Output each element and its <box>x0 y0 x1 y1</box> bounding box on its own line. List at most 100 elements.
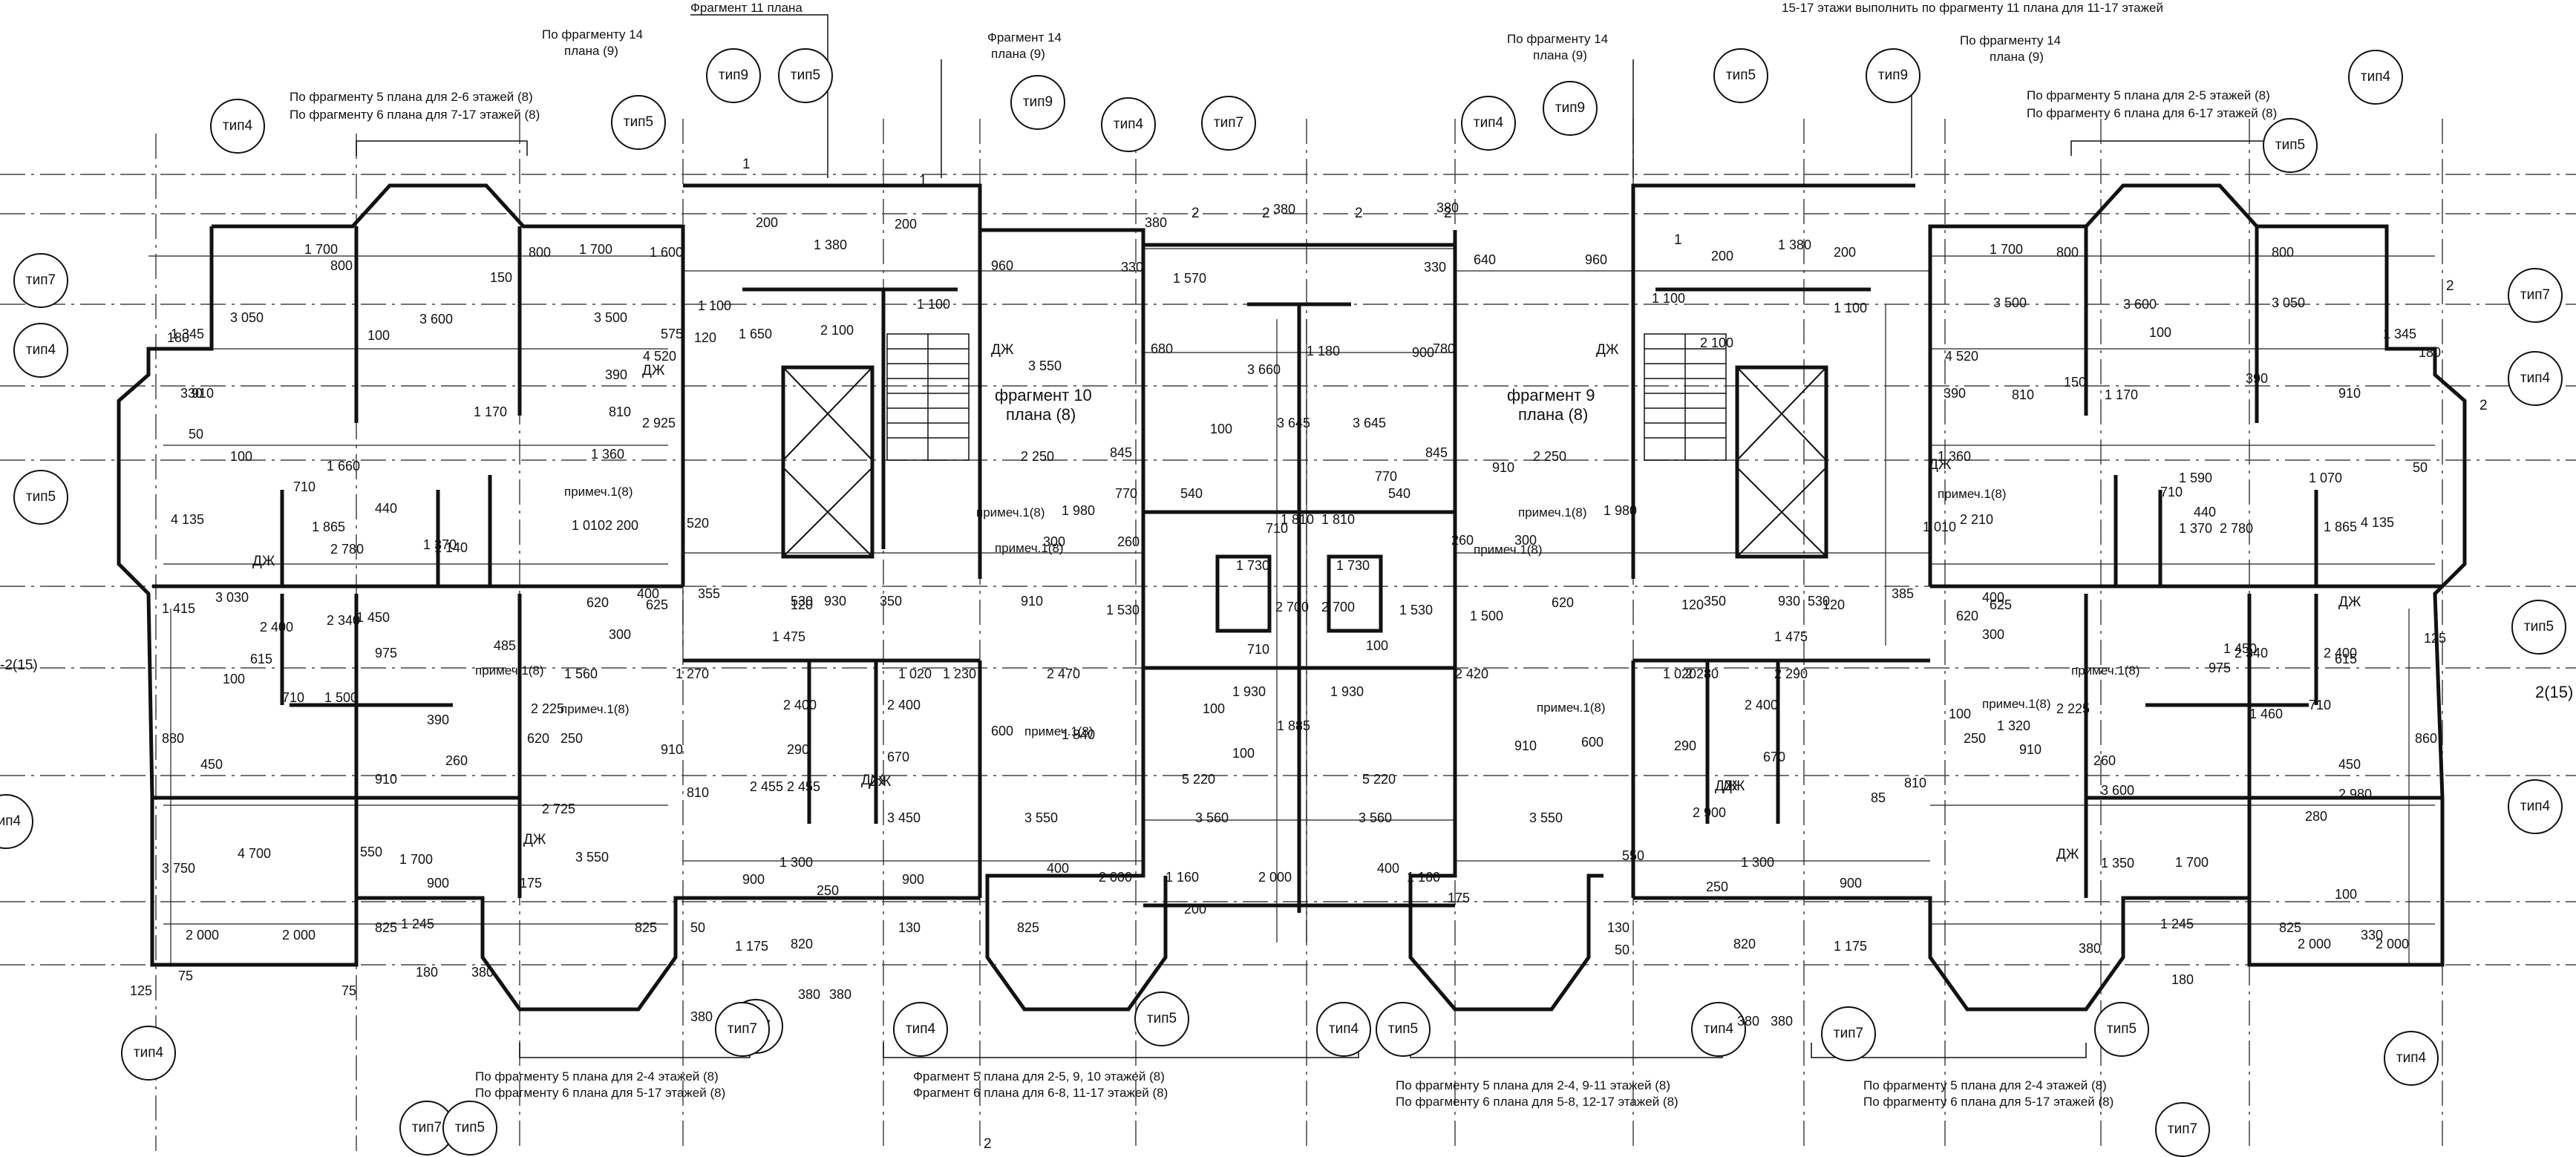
tag-tip7-alt: тип7 <box>715 1002 770 1057</box>
room-dim: 3 050 <box>230 310 264 325</box>
dim: 330 <box>1121 260 1144 275</box>
dim: 100 <box>2149 325 2172 340</box>
dim: 380 <box>2079 941 2102 956</box>
dim: 355 <box>698 586 721 601</box>
dim: 400 <box>1377 861 1400 876</box>
dim: 800 <box>529 245 552 260</box>
dim: 390 <box>427 712 450 727</box>
dim: 250 <box>1706 879 1729 894</box>
room-dim: 3 550 <box>575 850 609 865</box>
dim: 900 <box>1840 876 1863 891</box>
room-dim: 2 210 <box>1960 512 1994 527</box>
dim: 625 <box>646 597 669 612</box>
dim: 620 <box>1552 595 1575 610</box>
tag-tip5: тип5 <box>2094 1002 2149 1057</box>
room-dim: 1 345 <box>171 327 205 341</box>
room-dim: 2 200 <box>605 518 639 533</box>
section-mark: 2 <box>1444 206 1452 221</box>
dim: 120 <box>694 330 717 345</box>
note-bottom-3b: По фрагменту 6 плана для 5-8, 12-17 этаж… <box>1396 1095 1678 1109</box>
dim: 640 <box>1474 252 1497 267</box>
room-dim: 3 600 <box>2101 783 2135 798</box>
tag-tip7: тип7 <box>1821 1006 1876 1061</box>
note-prim: примеч.1(8) <box>475 663 544 678</box>
dim: 825 <box>2279 920 2302 935</box>
room-dim: 1 700 <box>1990 242 2024 257</box>
dim: 620 <box>527 731 550 746</box>
fragment-10-sub: плана (8) <box>1006 405 1076 424</box>
room-dim: 4 135 <box>171 512 205 527</box>
dim: 180 <box>167 330 190 345</box>
dim: 1 100 <box>1652 291 1686 306</box>
room-dim: 1 700 <box>399 852 434 867</box>
room-dim: 1 930 <box>1232 684 1266 699</box>
room-dim: 2 400 <box>783 698 817 712</box>
room-dim: 2 225 <box>531 701 565 716</box>
tag-tip9: тип9 <box>1866 48 1920 103</box>
dim: 400 <box>1982 590 2005 605</box>
dim: 1 865 <box>2324 519 2358 534</box>
dim: 2 925 <box>642 416 676 430</box>
note-frag14-a-sub: плана (9) <box>564 44 618 58</box>
room-dim: 3 050 <box>2272 295 2306 310</box>
tag-tip5: тип5 <box>13 470 68 525</box>
room-dim: 3 500 <box>1993 295 2027 310</box>
room-dim: 1 570 <box>1173 271 1207 286</box>
dim: 100 <box>1949 707 1972 721</box>
room-dim: 2 290 <box>1774 666 1808 681</box>
note-prim: примеч.1(8) <box>995 541 1064 555</box>
dim: 180 <box>416 965 439 980</box>
dim: 380 <box>471 965 494 980</box>
dim: 350 <box>880 594 903 609</box>
dim: 910 <box>375 772 398 787</box>
tag-tip5: тип5 <box>1134 992 1189 1046</box>
room-dim: 4 520 <box>643 349 677 364</box>
dim: 385 <box>1892 586 1915 601</box>
room-dim: 2 340 <box>2235 646 2269 661</box>
dim: 100 <box>2335 887 2358 902</box>
note-prim: примеч.1(8) <box>1024 724 1094 738</box>
dim: 450 <box>2338 757 2361 772</box>
dim: 260 <box>1117 534 1140 549</box>
note-bottom-1a: По фрагменту 5 плана для 2-4 этажей (8) <box>475 1069 719 1084</box>
dim: 540 <box>1388 486 1411 501</box>
dim: 625 <box>1990 597 2013 612</box>
dim: 930 <box>824 594 847 609</box>
room-dim: 1 660 <box>327 459 361 473</box>
fragment-10-label: фрагмент 10 <box>995 386 1092 404</box>
room-dim: 1 450 <box>2223 641 2258 656</box>
room-dim: 1 885 <box>1277 718 1311 733</box>
tag-tip5: тип5 <box>778 48 833 103</box>
dim: 710 <box>293 479 316 494</box>
dim: 200 <box>1711 249 1734 263</box>
dim: 330 <box>1424 260 1447 275</box>
note-bottom-3a: По фрагменту 5 плана для 2-4, 9-11 этаже… <box>1396 1078 1670 1092</box>
mark-dzh: ДЖ <box>1929 457 1952 473</box>
dim: 800 <box>2056 245 2079 260</box>
room-dim: 2 400 <box>2324 646 2358 661</box>
dim: 250 <box>560 731 583 746</box>
dim: 825 <box>375 920 398 935</box>
room-dim: 2 470 <box>1047 666 1081 681</box>
dim: 85 <box>1871 790 1886 805</box>
note-left-frag5: По фрагменту 5 плана для 2-6 этажей (8) <box>290 90 533 104</box>
room-dim: 2 725 <box>542 802 576 816</box>
dim: 1 980 <box>1062 503 1096 518</box>
dim: 1 170 <box>474 404 508 419</box>
tag-tip5: тип5 <box>1713 48 1768 103</box>
dim: 390 <box>2246 371 2269 386</box>
room-dim: 1 700 <box>579 242 613 257</box>
room-dim: 2 280 <box>1685 666 1719 681</box>
dim: 1 020 <box>1663 666 1697 681</box>
dim: 530 <box>1808 594 1831 609</box>
room-dim: 1 530 <box>1399 603 1434 617</box>
note-frag14-b-sub: плана (9) <box>991 47 1045 61</box>
dim: 550 <box>360 845 383 859</box>
dim: 710 <box>282 690 305 705</box>
dim: 300 <box>1982 627 2005 642</box>
room-dim: 1 320 <box>1997 718 2031 733</box>
dim: 450 <box>200 757 223 772</box>
room-dim: 3 600 <box>2123 297 2157 312</box>
note-prim: примеч.1(8) <box>1537 701 1606 715</box>
room-dim: 2 900 <box>1693 805 1727 820</box>
